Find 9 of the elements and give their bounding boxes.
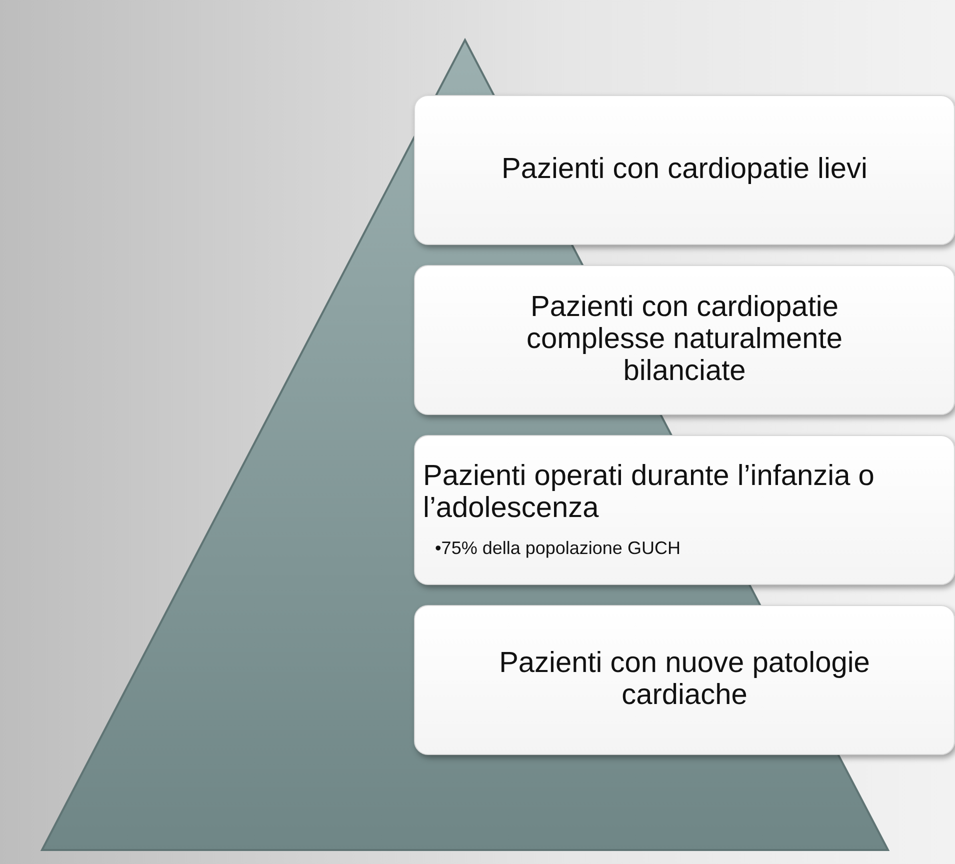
tier-box	[414, 265, 955, 415]
tier-box	[414, 605, 955, 755]
tier-box	[414, 435, 955, 585]
tier-label: Pazienti operati durante l’infanzia o l’adolescenza	[423, 460, 876, 524]
tier-box	[414, 95, 955, 245]
bullet-item: •75% della popolazione GUCH	[435, 538, 682, 560]
tier-label: Pazienti con cardiopatie complesse naturalmente bilanciate	[526, 292, 844, 388]
tier-label: Pazienti con nuove patologie cardiache	[498, 648, 871, 712]
tier-label: Pazienti con cardiopatie lievi	[500, 154, 868, 186]
